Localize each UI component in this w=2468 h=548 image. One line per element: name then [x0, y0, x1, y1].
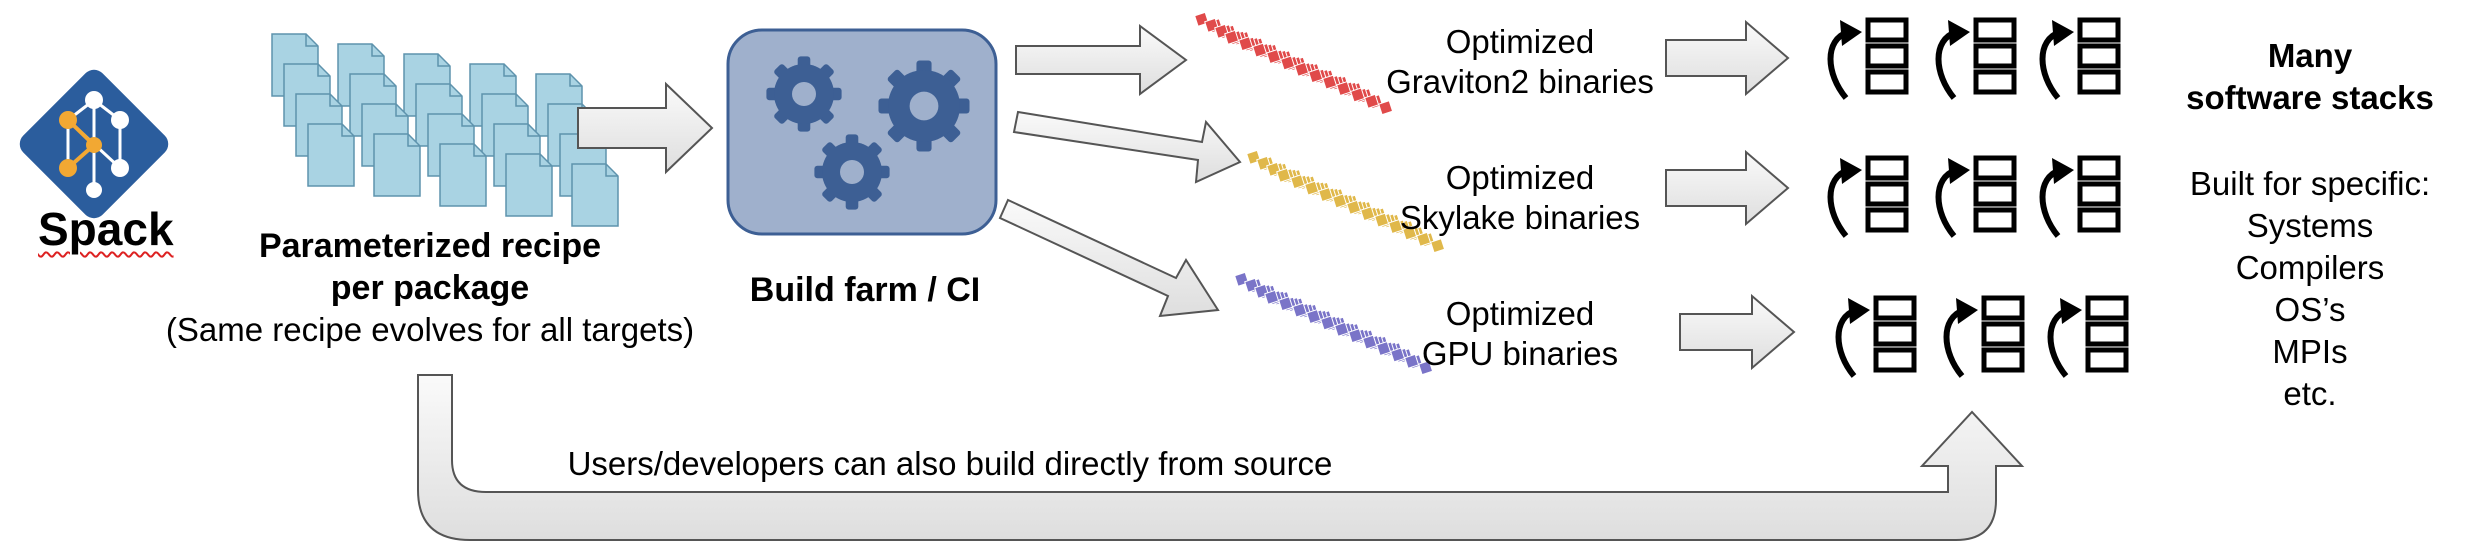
target-graviton2-line1: Optimized: [1445, 23, 1595, 60]
stack-item-etc: etc.: [2283, 375, 2337, 412]
software-stack-icons: [1827, 17, 2129, 378]
stack-item-mpis: MPIs: [2272, 333, 2348, 370]
stacks-title-line1: Many: [2267, 37, 2353, 74]
stack-icon: [1835, 295, 1917, 378]
stack-item-compilers: Compilers: [2235, 249, 2385, 286]
stack-icon: [1827, 17, 1909, 100]
arrow-to-build-farm: [577, 81, 714, 175]
bottom-note: Users/developers can also build directly…: [567, 445, 1333, 482]
logo-name: Spack: [38, 203, 174, 255]
target-skylake-line1: Optimized: [1445, 159, 1595, 196]
build-farm-icon: [726, 28, 998, 236]
target-graviton2-line2: Graviton2 binaries: [1386, 63, 1654, 100]
bottom-source-build-arrow: [417, 374, 2025, 541]
stack-item-oss: OS’s: [2274, 291, 2346, 328]
stack-item-systems: Systems: [2246, 207, 2374, 244]
built-for-label: Built for specific:: [2189, 165, 2431, 202]
target-gpu-line2: GPU binaries: [1421, 335, 1619, 372]
stack-icon: [2047, 295, 2129, 378]
arrows-to-stacks: [1665, 19, 1796, 371]
stack-icon: [1827, 155, 1909, 238]
target-skylake-line2: Skylake binaries: [1399, 199, 1641, 236]
recipe-title-line2: per package: [330, 269, 530, 307]
recipe-subtitle: (Same recipe evolves for all targets): [165, 311, 695, 348]
arrows-to-targets: [998, 24, 1242, 318]
build-farm-label: Build farm / CI: [749, 271, 981, 309]
stack-icon: [1943, 295, 2025, 378]
recipe-documents-icon: [271, 33, 619, 227]
spack-logo-icon: [19, 69, 169, 219]
stack-icon: [2039, 155, 2121, 238]
stacks-title-line2: software stacks: [2186, 79, 2434, 116]
binary-package-clusters: [1194, 11, 1446, 376]
recipe-title-line1: Parameterized recipe: [258, 227, 602, 265]
stack-icon: [1935, 17, 2017, 100]
stack-icon: [2039, 17, 2121, 100]
target-gpu-line1: Optimized: [1445, 295, 1595, 332]
stack-icon: [1935, 155, 2017, 238]
